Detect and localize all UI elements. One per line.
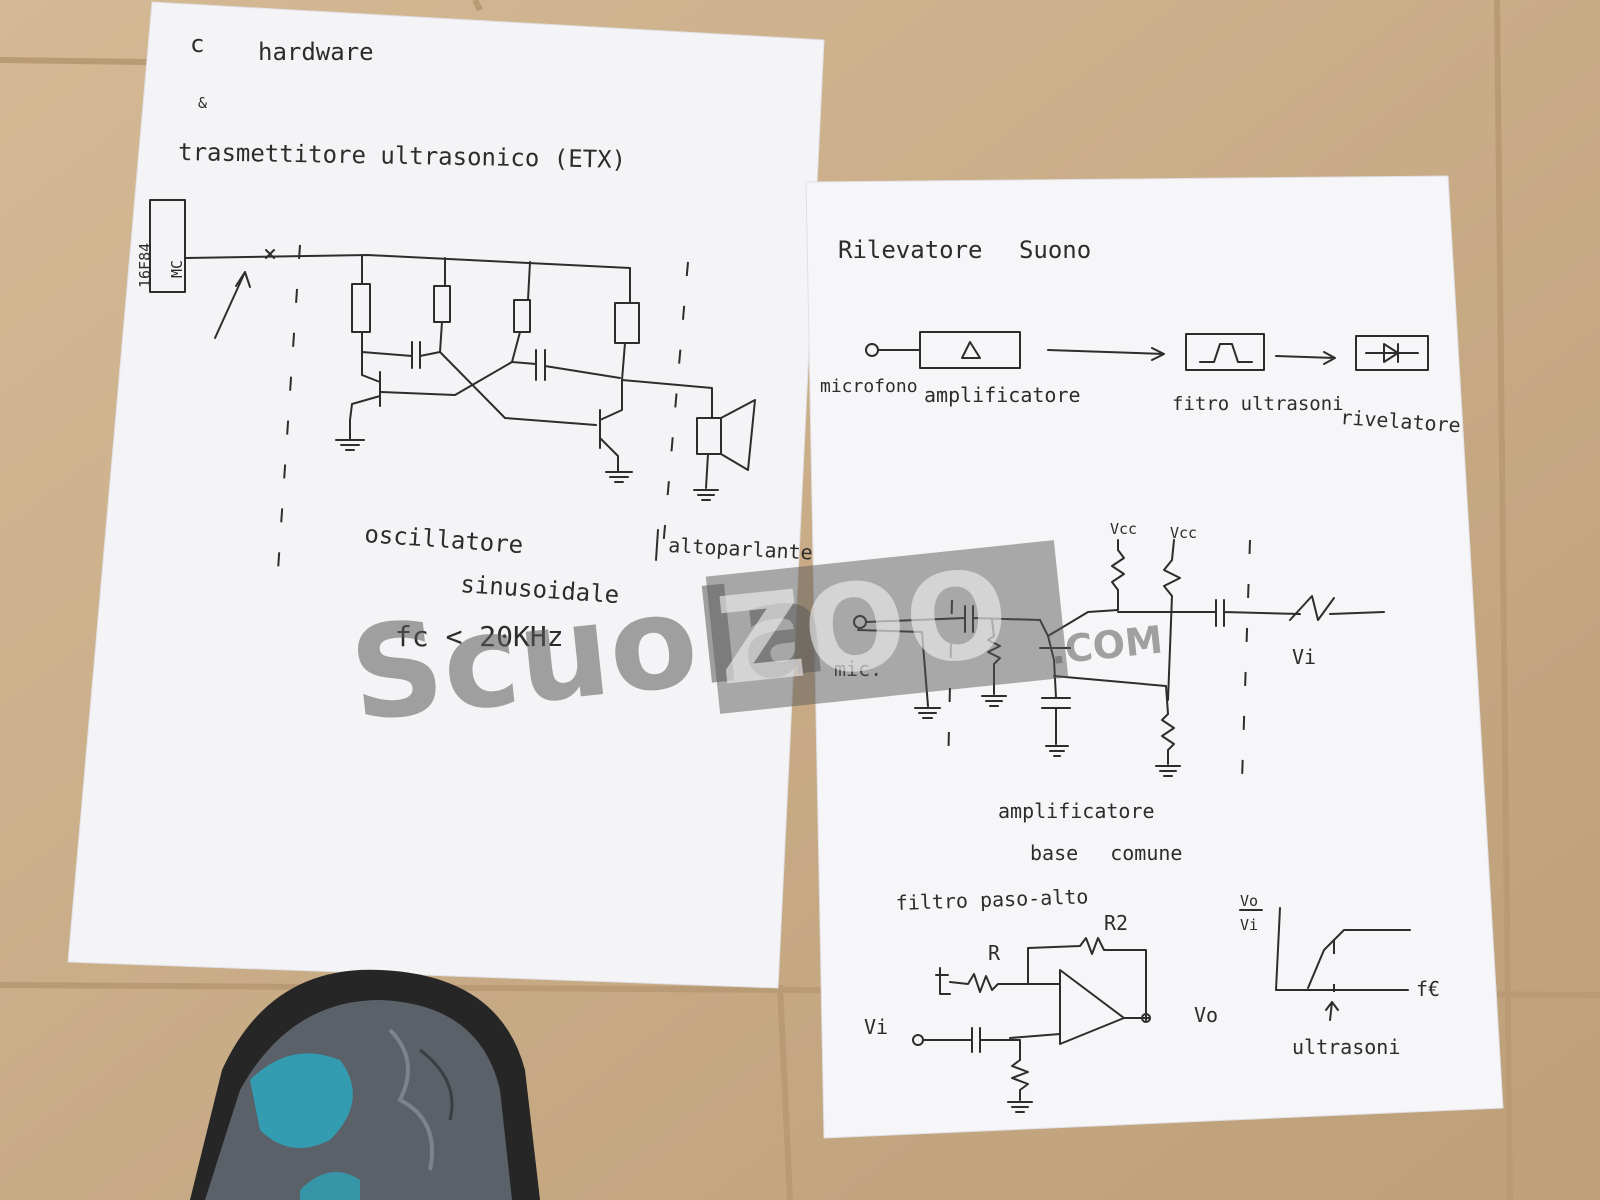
graph-y-numerator: Vo: [1240, 892, 1258, 910]
mcu-label-1: 16F84: [136, 243, 154, 288]
block-label-amplifier: amplificatore: [924, 383, 1081, 407]
speaker-icon: [720, 399, 756, 471]
common-base-caption: base comune: [1030, 841, 1182, 865]
resistor-r-label: R: [988, 941, 1001, 965]
vcc-label-1: Vcc: [1110, 520, 1137, 538]
amplifier-output-label: Vi: [1292, 645, 1316, 669]
microcontroller-block: 16F84 MC: [136, 199, 186, 293]
scuolazoo-watermark: Scuola ZOO .COM: [344, 540, 1165, 751]
diode-icon: [1365, 343, 1419, 363]
frequency-response-graph: [1239, 907, 1411, 1021]
highpass-filter-drawing: [912, 937, 1151, 1113]
mcu-label-2: MC: [168, 260, 186, 278]
block-label-filter: fitro ultrasoni: [1172, 393, 1344, 415]
block-label-microphone: microfono: [820, 376, 918, 397]
amplifier-caption: amplificatore: [998, 799, 1155, 823]
shoe-toe-in-corner: [190, 969, 540, 1200]
vcc-label-2: Vcc: [1170, 524, 1197, 542]
frequency-note: fc < 20KHz: [395, 620, 564, 653]
sheet-title-sound-detector: Rilevatore Suono: [838, 236, 1091, 264]
sheet-title-hardware: hardware: [258, 38, 374, 66]
graph-y-denominator: Vi: [1240, 916, 1258, 934]
graph-x-label: f€: [1416, 977, 1440, 1001]
filter-input-label: Vi: [864, 1015, 888, 1039]
title-prefix: c: [190, 30, 204, 58]
amplifier-triangle-icon: [961, 341, 981, 359]
resistor-r2-label: R2: [1104, 911, 1128, 935]
right-paper-sheet: Rilevatore Suono microfono amplificatore…: [805, 175, 1504, 1139]
oscillator-circuit-drawing: [185, 244, 756, 571]
bandpass-filter-icon: [1199, 343, 1253, 363]
svg-text:ZOO: ZOO: [711, 544, 1015, 713]
pointer-arrow-icon: [214, 271, 251, 339]
filter-output-label: Vo: [1194, 1003, 1218, 1027]
graph-note-ultrasoni: ultrasoni: [1292, 1035, 1400, 1059]
bullet-mark: &: [198, 94, 207, 112]
left-paper-sheet: c hardware & trasmettitore ultrasonico (…: [67, 1, 825, 989]
block-diagram: [865, 331, 1429, 371]
